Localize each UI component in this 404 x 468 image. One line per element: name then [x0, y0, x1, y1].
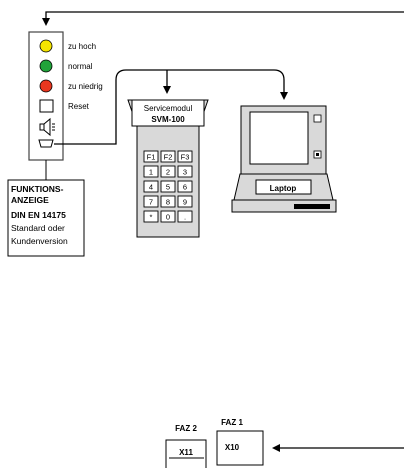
caption-line3: DIN EN 14175	[11, 210, 66, 220]
keypad-key-label: 4	[149, 183, 153, 192]
keypad-key[interactable]	[160, 195, 176, 208]
keypad-key[interactable]	[177, 180, 193, 193]
reset-button[interactable]	[39, 99, 54, 113]
keypad-key-label: 3	[183, 168, 187, 177]
keypad-key-label: 2	[166, 168, 170, 177]
service-cable	[54, 69, 288, 145]
keypad-key-label: *	[150, 213, 153, 222]
keypad-key[interactable]	[143, 210, 159, 223]
keypad-key-label: 1	[149, 168, 153, 177]
function-display-caption: FUNKTIONS- ANZEIGE DIN EN 14175 Standard…	[7, 179, 85, 257]
faz2-terminal: X11	[179, 448, 193, 457]
keypad-key-label: F3	[181, 153, 190, 162]
label-too-high: zu hoch	[68, 42, 96, 51]
bus-line-top	[42, 11, 404, 26]
keypad-key[interactable]	[160, 210, 176, 223]
keypad-key-label: 6	[183, 183, 187, 192]
faz2-title: FAZ 2	[175, 424, 197, 433]
service-module-title: Servicemodul	[144, 104, 193, 113]
indicator-normal-icon	[39, 59, 53, 73]
keypad-key[interactable]	[143, 150, 159, 163]
indicator-high-icon	[39, 39, 53, 53]
label-too-low: zu niedrig	[68, 82, 103, 91]
indicator-low-icon	[39, 79, 53, 93]
function-display-panel	[28, 31, 64, 161]
keypad-key[interactable]	[143, 180, 159, 193]
caption-line4: Standard oder	[11, 223, 65, 233]
keypad-key-label: F2	[164, 153, 173, 162]
faz1-terminal: X10	[225, 443, 240, 452]
keypad-key[interactable]	[160, 180, 176, 193]
keypad-key-label: 8	[166, 198, 170, 207]
keypad-key-label: 9	[183, 198, 187, 207]
speaker-icon	[39, 117, 55, 137]
label-normal: normal	[68, 62, 93, 71]
laptop	[231, 105, 337, 213]
keypad-key[interactable]	[160, 165, 176, 178]
keypad-key-label: 0	[166, 213, 170, 222]
faz2-unit	[165, 439, 207, 468]
keypad-key[interactable]	[143, 165, 159, 178]
keypad-key-label: .	[184, 213, 186, 222]
keypad-key-label: 5	[166, 183, 170, 192]
service-module-keypad: F1 F2 F3 1 2 3 4 5 6 7 8 9 * 0.	[143, 150, 193, 223]
keypad-key[interactable]	[177, 195, 193, 208]
keypad-key[interactable]	[177, 165, 193, 178]
caption-line1: FUNKTIONS-	[11, 184, 64, 194]
service-port-icon	[38, 139, 54, 148]
faz1-unit	[216, 430, 264, 466]
keypad-key[interactable]	[143, 195, 159, 208]
service-module-model: SVM-100	[151, 115, 185, 124]
label-reset: Reset	[68, 102, 90, 111]
laptop-label: Laptop	[270, 184, 297, 193]
keypad-key-label: 7	[149, 198, 153, 207]
keypad-key[interactable]	[177, 210, 193, 223]
keypad-key[interactable]	[177, 150, 193, 163]
keypad-key[interactable]	[160, 150, 176, 163]
caption-line5: Kundenversion	[11, 236, 68, 246]
keypad-key-label: F1	[147, 153, 156, 162]
faz1-title: FAZ 1	[221, 418, 243, 427]
caption-line2: ANZEIGE	[11, 195, 49, 205]
